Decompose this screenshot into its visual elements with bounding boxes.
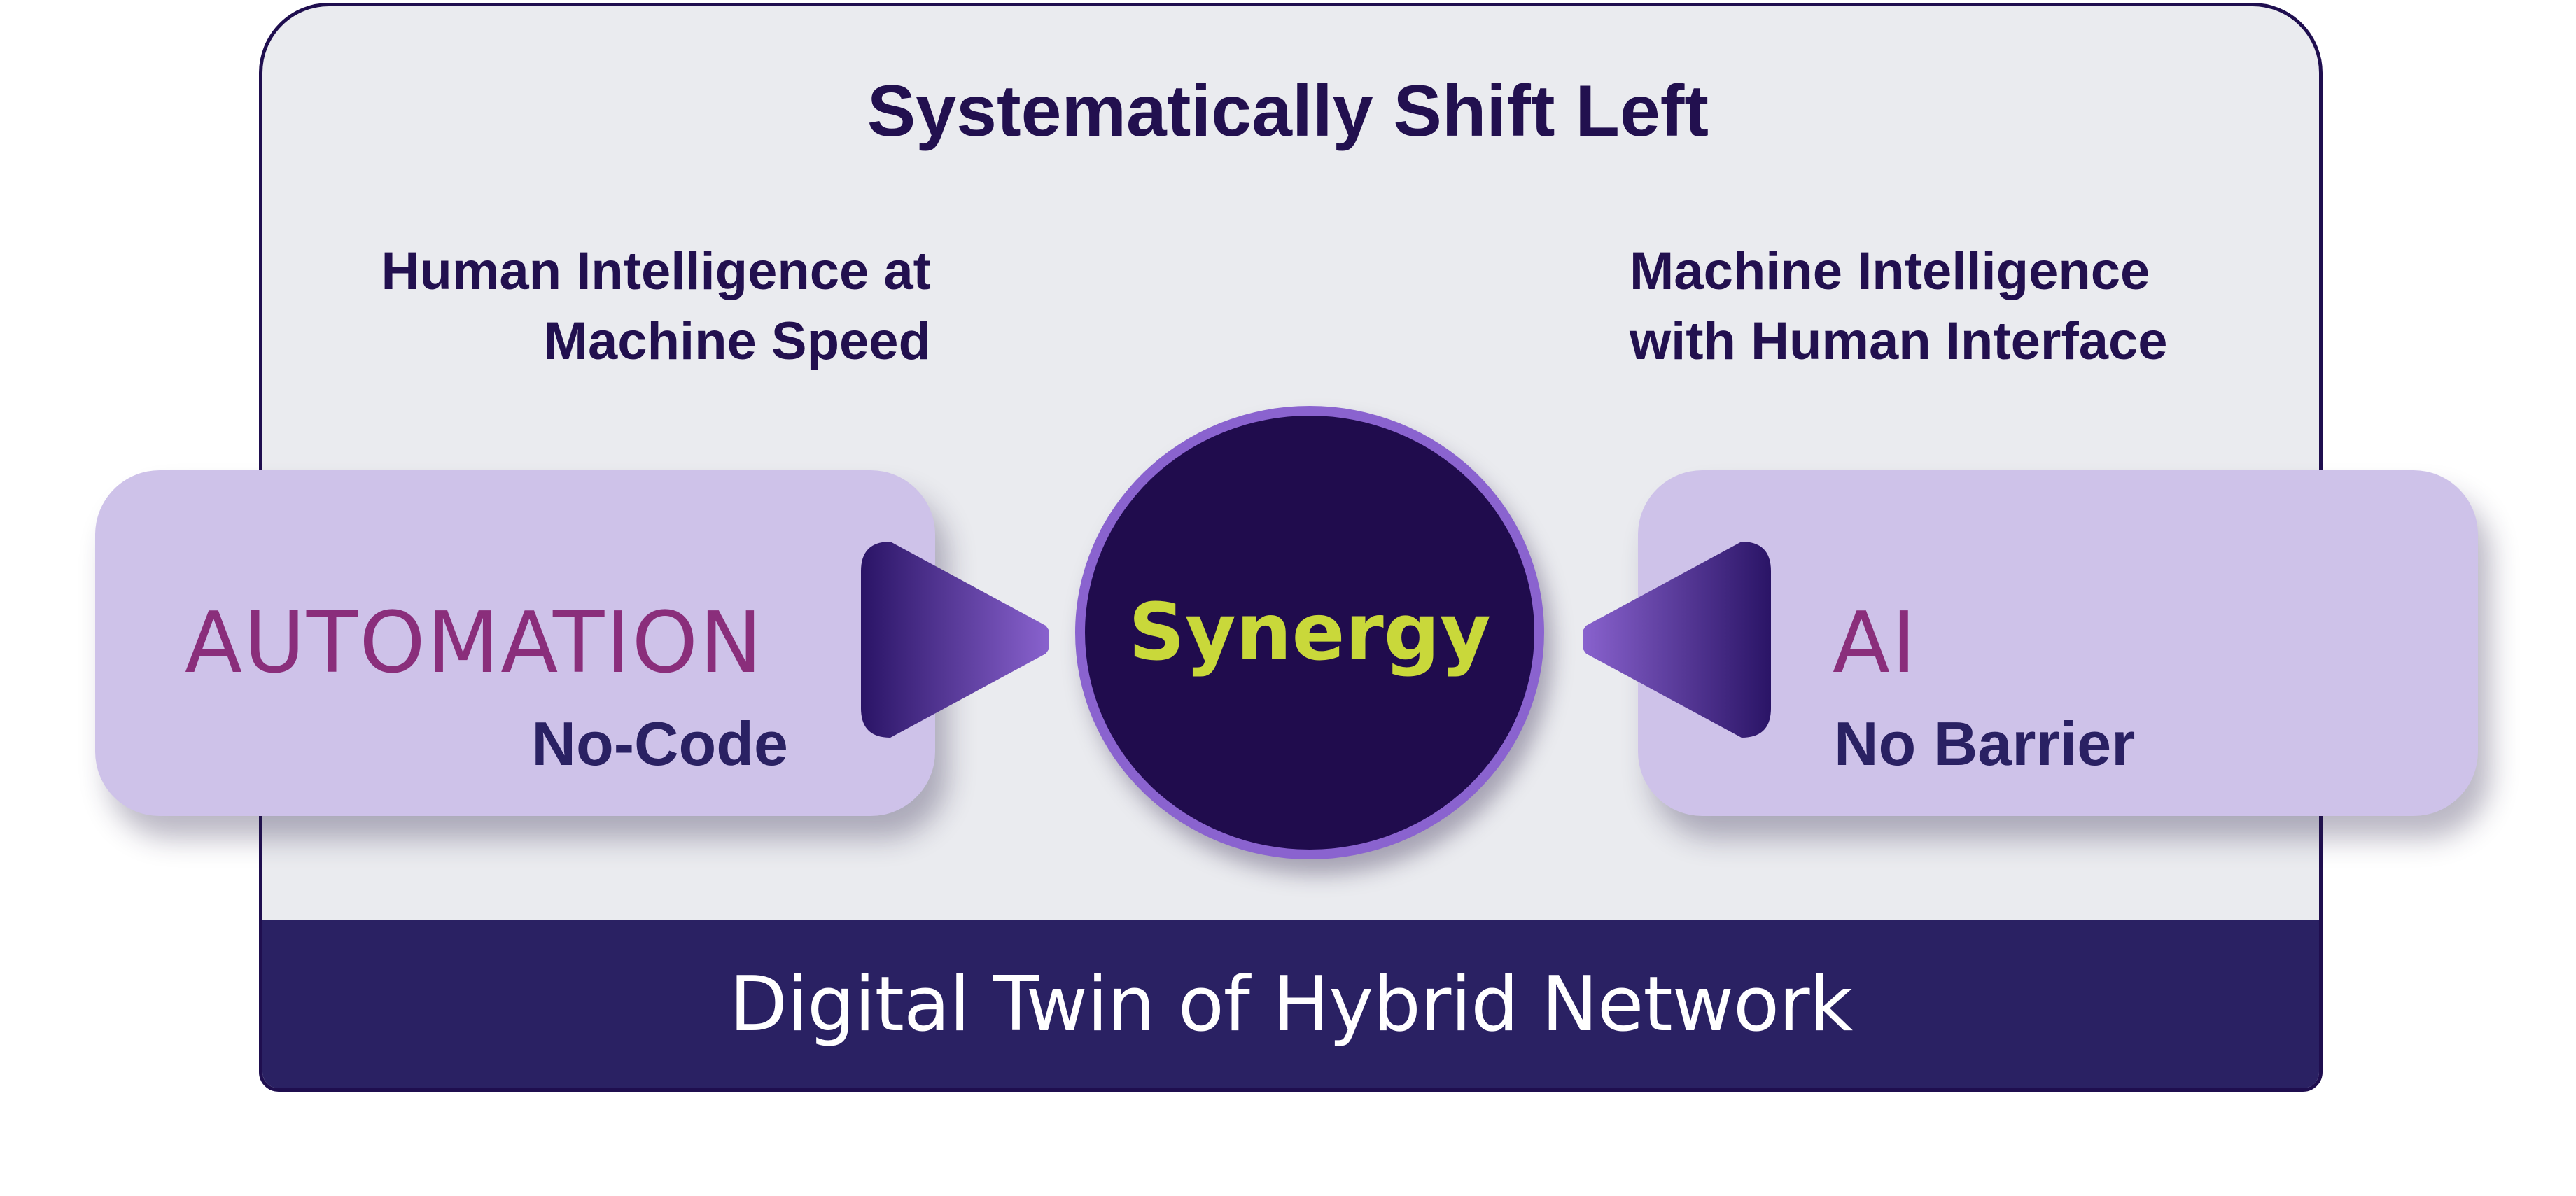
ai-subheading: No Barrier [1834,709,2136,778]
right-tagline: Machine Intelligence with Human Interfac… [1630,237,2168,377]
right-arrow-icon [1583,542,1771,738]
automation-heading: AUTOMATION [185,595,764,692]
right-tagline-line-2: with Human Interface [1630,311,2168,371]
right-tagline-line-1: Machine Intelligence [1630,241,2150,301]
left-tagline-line-1: Human Intelligence at [381,241,932,301]
ai-heading: AI [1833,595,1918,692]
left-tagline-line-2: Machine Speed [543,311,931,371]
synergy-label: Synergy [1128,587,1491,678]
footer-label: Digital Twin of Hybrid Network [729,960,1853,1048]
automation-box: AUTOMATION No-Code [95,470,935,816]
ai-box: AI No Barrier [1638,470,2478,816]
left-arrow-icon [861,542,1049,738]
diagram-title: Systematically Shift Left [867,71,1709,152]
footer-bar: Digital Twin of Hybrid Network [262,920,2319,1088]
automation-subheading: No-Code [531,709,788,778]
synergy-circle: Synergy [1075,406,1544,859]
left-tagline: Human Intelligence at Machine Speed [382,237,932,377]
